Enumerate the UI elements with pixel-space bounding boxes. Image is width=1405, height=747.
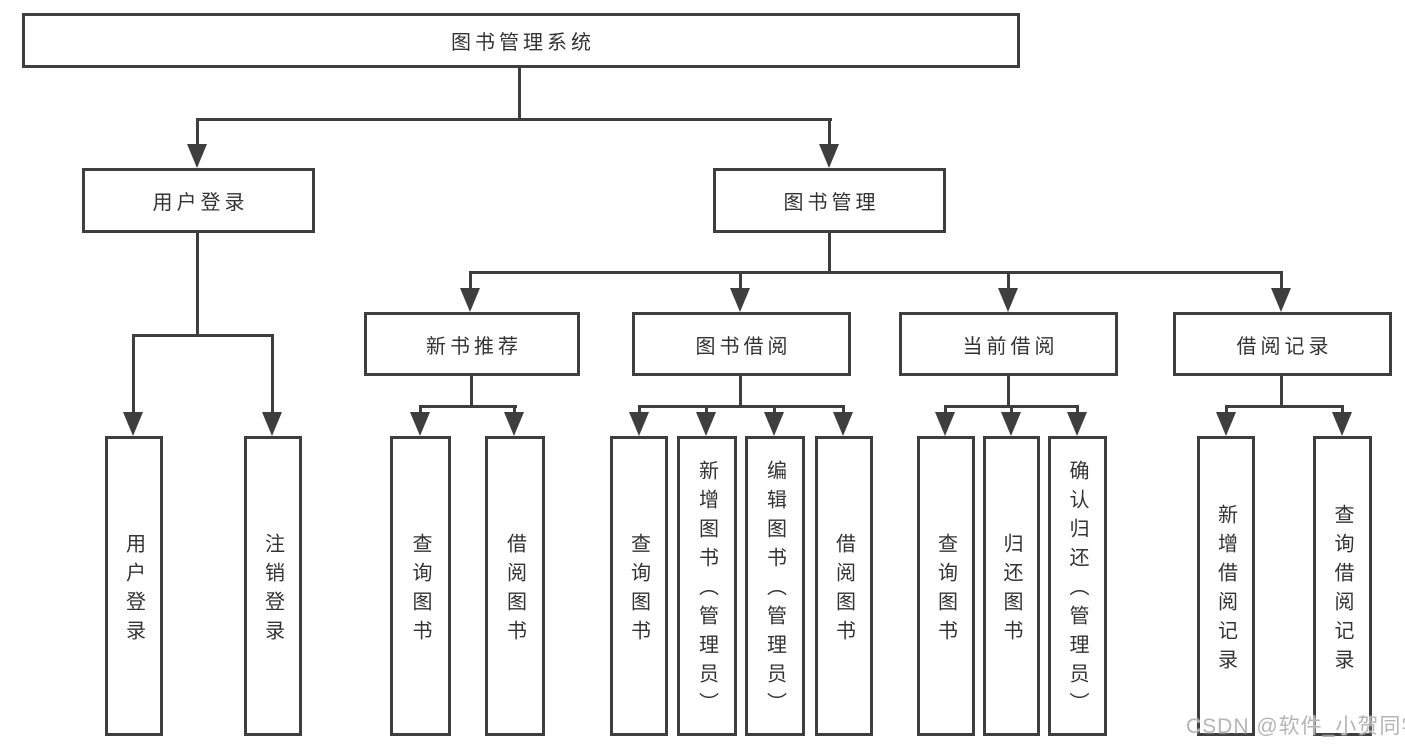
- leaf-query-borrow-record: 查询借阅记录: [1313, 436, 1372, 736]
- arrow-down-icon: [460, 288, 480, 312]
- connector-line: [196, 118, 199, 148]
- leaf-logout: 注销登录: [244, 436, 302, 736]
- node-book-management: 图书管理: [713, 168, 946, 233]
- connector-line: [638, 405, 641, 417]
- node-new-book-recommend: 新书推荐: [364, 312, 580, 376]
- connector-line: [705, 405, 708, 417]
- leaf-user-login: 用户登录: [105, 436, 163, 736]
- arrow-down-icon: [629, 412, 649, 436]
- leaf-confirm-return-admin: 确认归还（管理员）: [1048, 436, 1107, 736]
- arrow-down-icon: [730, 288, 750, 312]
- connector-line: [638, 405, 845, 408]
- arrow-down-icon: [1332, 412, 1352, 436]
- arrow-down-icon: [262, 412, 282, 436]
- leaf-borrow-books-recommend: 借阅图书: [485, 436, 545, 736]
- connector-line: [132, 334, 135, 416]
- connector-line: [1010, 405, 1013, 417]
- connector-line: [196, 233, 199, 336]
- leaf-add-borrow-record: 新增借阅记录: [1197, 436, 1255, 736]
- connector-line: [469, 271, 1283, 274]
- node-current-borrowing: 当前借阅: [899, 312, 1118, 376]
- connector-line: [842, 405, 845, 417]
- arrow-down-icon: [819, 144, 839, 168]
- connector-line: [1225, 405, 1228, 417]
- connector-line: [1076, 405, 1079, 417]
- connector-line: [1007, 271, 1010, 292]
- arrow-down-icon: [1271, 288, 1291, 312]
- arrow-down-icon: [935, 412, 955, 436]
- connector-line: [1280, 376, 1283, 408]
- arrow-down-icon: [1216, 412, 1236, 436]
- connector-line: [419, 405, 517, 408]
- connector-line: [419, 405, 422, 417]
- connector-line: [469, 271, 472, 292]
- connector-line: [828, 233, 831, 274]
- leaf-borrow-books: 借阅图书: [815, 436, 873, 736]
- leaf-query-books-borrowing: 查询图书: [610, 436, 668, 736]
- connector-line: [518, 68, 521, 118]
- arrow-down-icon: [1067, 412, 1087, 436]
- arrow-down-icon: [998, 288, 1018, 312]
- arrow-down-icon: [833, 412, 853, 436]
- connector-line: [1341, 405, 1344, 417]
- node-book-borrowing: 图书借阅: [632, 312, 851, 376]
- connector-line: [1280, 271, 1283, 292]
- leaf-add-books-admin: 新增图书（管理员）: [677, 436, 737, 736]
- connector-line: [773, 405, 776, 417]
- node-user-login: 用户登录: [82, 168, 315, 233]
- csdn-watermark: CSDN @软件_小贺同学: [1186, 715, 1405, 738]
- connector-line: [271, 334, 274, 416]
- leaf-edit-books-admin: 编辑图书（管理员）: [745, 436, 805, 736]
- arrow-down-icon: [410, 412, 430, 436]
- connector-line: [1225, 405, 1344, 408]
- connector-line: [739, 271, 742, 292]
- arrow-down-icon: [696, 412, 716, 436]
- arrow-down-icon: [187, 144, 207, 168]
- arrow-down-icon: [504, 412, 524, 436]
- connector-line: [828, 118, 831, 148]
- leaf-query-books-recommend: 查询图书: [390, 436, 451, 736]
- connector-line: [132, 334, 274, 337]
- connector-line: [1007, 376, 1010, 408]
- arrow-down-icon: [1001, 412, 1021, 436]
- connector-line: [470, 376, 473, 408]
- node-borrowing-records: 借阅记录: [1173, 312, 1392, 376]
- leaf-return-books: 归还图书: [983, 436, 1040, 736]
- arrow-down-icon: [764, 412, 784, 436]
- connector-line: [944, 405, 947, 417]
- connector-line: [196, 118, 832, 121]
- arrow-down-icon: [123, 412, 143, 436]
- node-root-library-system: 图书管理系统: [22, 13, 1020, 68]
- leaf-query-books-current: 查询图书: [917, 436, 975, 736]
- connector-line: [513, 405, 516, 417]
- connector-line: [739, 376, 742, 408]
